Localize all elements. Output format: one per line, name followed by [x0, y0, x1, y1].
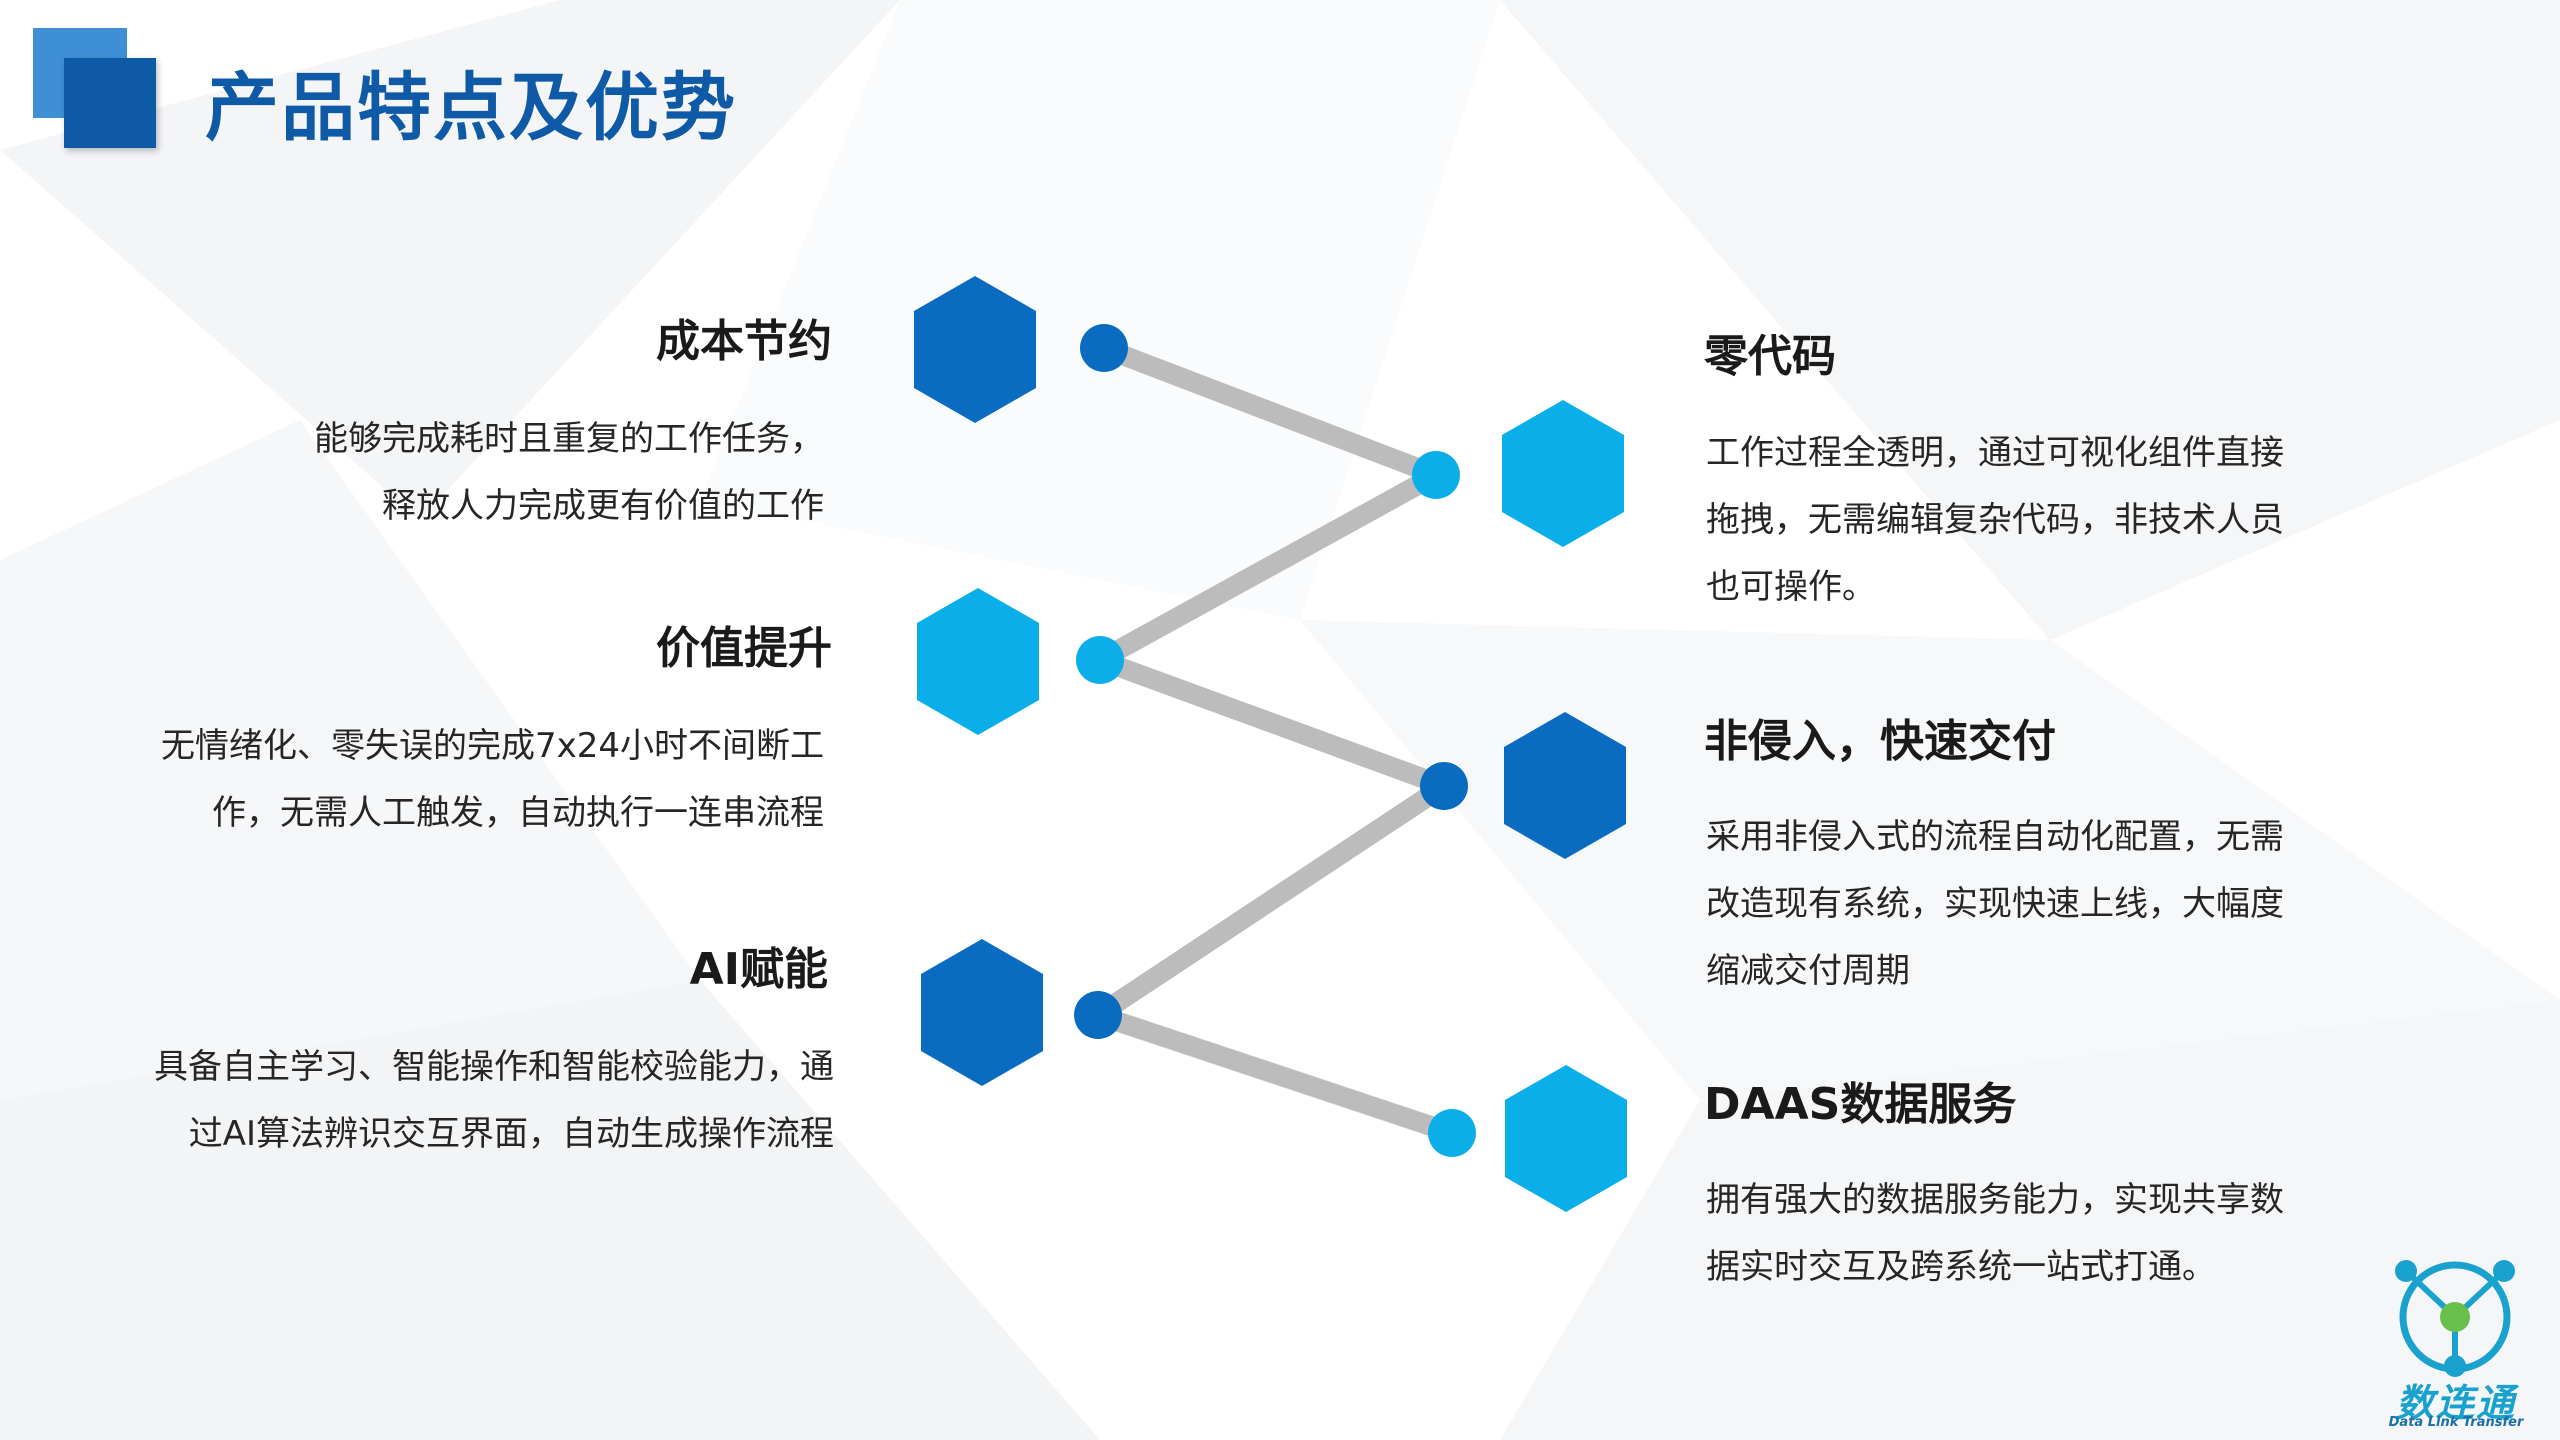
desc-line: 作，无需人工触发，自动执行一连串流程 [212, 793, 824, 833]
desc-line: 改造现有系统，实现快速上线，大幅度 [1706, 884, 2284, 924]
brand-logo-icon [2395, 1260, 2515, 1377]
feature-desc-daas: 拥有强大的数据服务能力，实现共享数 据实时交互及跨系统一站式打通。 [1706, 1167, 2284, 1301]
desc-line: 拖拽，无需编辑复杂代码，非技术人员 [1706, 500, 2284, 540]
feature-title-daas: DAAS数据服务 [1704, 1079, 2017, 1130]
desc-line: 据实时交互及跨系统一站式打通。 [1706, 1247, 2216, 1287]
desc-line: 释放人力完成更有价值的工作 [382, 486, 824, 526]
page-title: 产品特点及优势 [205, 65, 737, 151]
hexagon-cost-saving [914, 276, 1036, 423]
hexagon-daas [1505, 1065, 1627, 1212]
feature-title-zero-code: 零代码 [1704, 331, 1836, 382]
node-dot-5 [1074, 991, 1122, 1039]
feature-desc-cost-saving: 能够完成耗时且重复的工作任务， 释放人力完成更有价值的工作 [314, 406, 824, 540]
hexagon-zero-code [1502, 400, 1624, 547]
desc-line: 无情绪化、零失误的完成7x24小时不间断工 [160, 726, 824, 766]
title-decoration-front [64, 58, 156, 148]
feature-desc-non-invasive: 采用非侵入式的流程自动化配置，无需 改造现有系统，实现快速上线，大幅度 缩减交付… [1706, 804, 2284, 1005]
feature-title-non-invasive: 非侵入，快速交付 [1704, 716, 2056, 767]
desc-line: 过AI算法辨识交互界面，自动生成操作流程 [188, 1114, 834, 1154]
desc-line: 缩减交付周期 [1706, 951, 1910, 991]
feature-desc-ai-enable: 具备自主学习、智能操作和智能校验能力，通 过AI算法辨识交互界面，自动生成操作流… [154, 1034, 834, 1168]
feature-title-cost-saving: 成本节约 [656, 316, 832, 367]
desc-line: 工作过程全透明，通过可视化组件直接 [1706, 433, 2284, 473]
hexagon-ai-enable [921, 939, 1043, 1086]
hexagon-non-invasive [1504, 712, 1626, 859]
node-dot-6 [1428, 1109, 1476, 1157]
desc-line: 采用非侵入式的流程自动化配置，无需 [1706, 817, 2284, 857]
feature-desc-zero-code: 工作过程全透明，通过可视化组件直接 拖拽，无需编辑复杂代码，非技术人员 也可操作… [1706, 420, 2284, 621]
desc-line: 具备自主学习、智能操作和智能校验能力，通 [154, 1047, 834, 1087]
node-dot-3 [1076, 636, 1124, 684]
node-dot-2 [1412, 451, 1460, 499]
feature-desc-value-boost: 无情绪化、零失误的完成7x24小时不间断工 作，无需人工触发，自动执行一连串流程 [161, 713, 824, 847]
brand-logo-name: 数连通 [2395, 1381, 2516, 1425]
desc-line: 能够完成耗时且重复的工作任务， [314, 419, 824, 459]
brand-logo-tagline: Data Link Transfer [2388, 1415, 2524, 1430]
feature-title-value-boost: 价值提升 [656, 623, 832, 674]
node-dot-1 [1080, 324, 1128, 372]
desc-line: 拥有强大的数据服务能力，实现共享数 [1706, 1180, 2284, 1220]
feature-title-ai-enable: AI赋能 [689, 944, 828, 995]
connector-lines [1088, 338, 1462, 1143]
node-dot-4 [1420, 762, 1468, 810]
hexagon-value-boost [917, 588, 1039, 735]
desc-line: 也可操作。 [1706, 567, 1876, 607]
